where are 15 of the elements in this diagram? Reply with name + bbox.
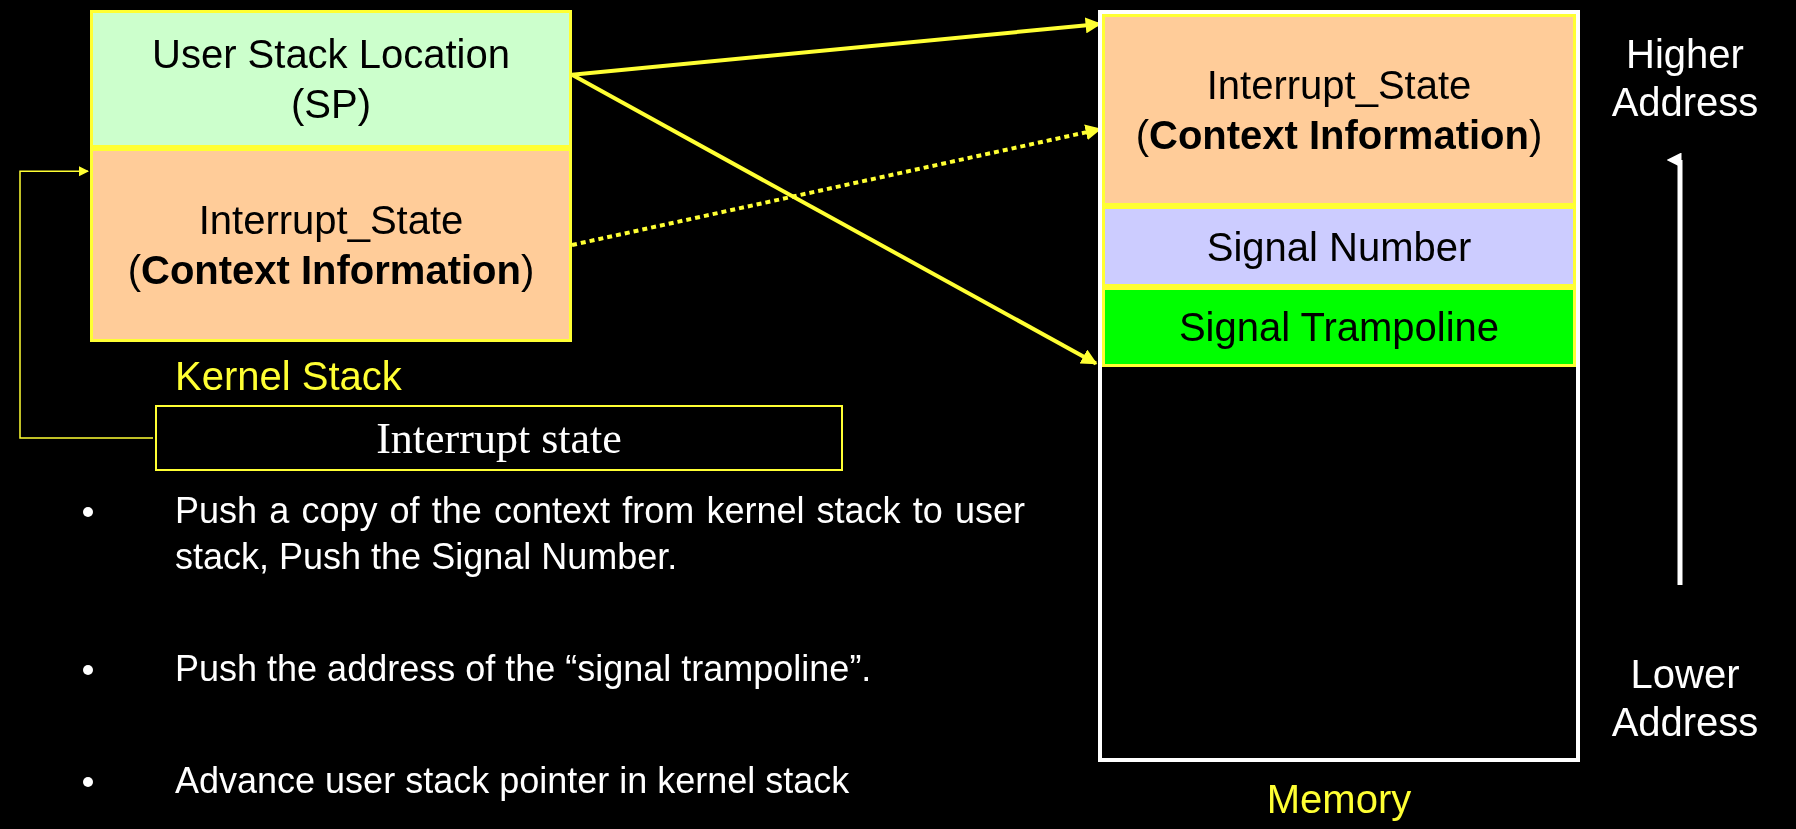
stack-slot: Signal Number — [1102, 206, 1576, 287]
stack-caption: Kernel Stack — [175, 353, 403, 400]
callout-box: Interrupt state — [155, 405, 843, 471]
bullet-text: Push the address of the “signal trampoline”. — [175, 647, 873, 691]
arrow — [571, 73, 1098, 366]
bullet-text: Advance user stack pointer in kernel stack — [175, 759, 851, 803]
axis-label: Lower Address — [1610, 651, 1760, 746]
stack-slot: User Stack Location (SP) — [90, 10, 572, 148]
bullet-text: Push a copy of the context from kernel stack to user stack, Push the Signal Number. — [175, 489, 1025, 579]
stack-slot: Interrupt_State (Context Information) — [1102, 14, 1576, 206]
stack-slot: Interrupt_State (Context Information) — [90, 148, 572, 342]
stack-caption: Memory — [1265, 776, 1413, 823]
stack-slot: Signal Trampoline — [1102, 287, 1576, 367]
arrow — [19, 166, 154, 439]
axis-label: Higher Address — [1610, 31, 1760, 126]
